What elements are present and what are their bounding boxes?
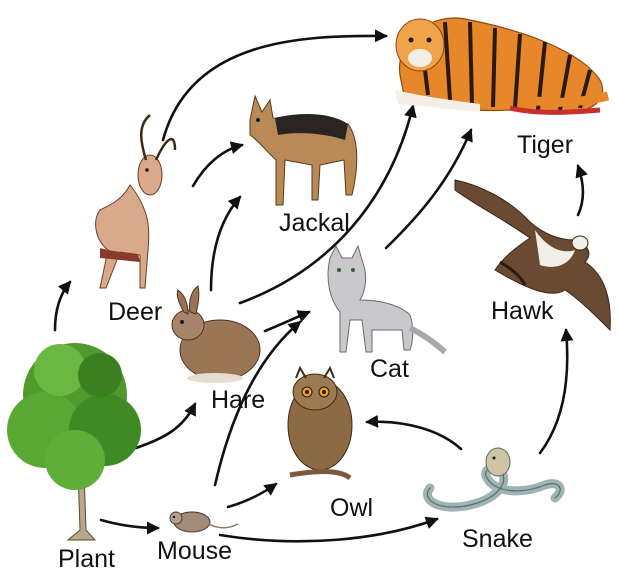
plant-illustration xyxy=(7,343,141,540)
snake-illustration xyxy=(427,448,560,507)
arrow-mouse-to-owl xyxy=(228,484,276,507)
tiger-illustration xyxy=(395,18,619,112)
label-hawk: Hawk xyxy=(491,297,554,325)
label-cat: Cat xyxy=(370,355,409,383)
arrow-deer-to-jackal xyxy=(193,145,242,186)
label-snake: Snake xyxy=(462,525,533,553)
jackal-illustration xyxy=(250,96,357,205)
label-deer: Deer xyxy=(108,298,162,326)
arrow-plant-to-hare xyxy=(136,404,195,448)
arrow-plant-to-mouse xyxy=(101,520,158,528)
label-plant: Plant xyxy=(58,545,115,572)
owl-illustration xyxy=(288,368,352,478)
arrow-hawk-to-tiger xyxy=(578,166,583,215)
arrow-snake-to-hawk xyxy=(540,330,567,453)
label-jackal: Jackal xyxy=(279,209,350,237)
arrow-mouse-to-snake xyxy=(220,519,437,541)
cat-illustration xyxy=(328,246,445,352)
arrow-plant-to-deer xyxy=(55,282,70,330)
arrow-hare-to-cat xyxy=(265,312,309,331)
label-mouse: Mouse xyxy=(157,537,232,565)
arrow-snake-to-owl xyxy=(367,422,461,449)
arrow-hare-to-jackal xyxy=(211,197,240,290)
label-owl: Owl xyxy=(330,494,373,522)
label-hare: Hare xyxy=(211,386,265,414)
label-tiger: Tiger xyxy=(517,131,573,159)
mouse-illustration xyxy=(170,512,238,532)
